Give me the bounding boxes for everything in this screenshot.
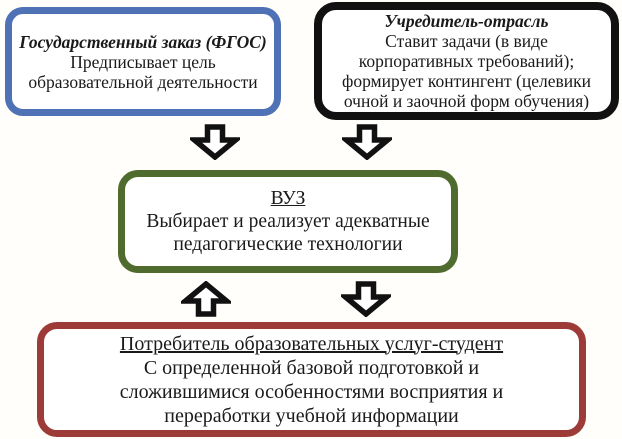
state-order-line: образовательной деятельности bbox=[28, 71, 258, 92]
box-student-consumer: Потребитель образовательных услуг-студен… bbox=[37, 322, 586, 437]
founder-industry-line: Ставит задачи (в виде bbox=[385, 31, 548, 51]
down-arrow-icon bbox=[342, 124, 392, 160]
up-arrow-icon bbox=[181, 281, 231, 317]
university-title: ВУЗ bbox=[270, 188, 306, 209]
student-consumer-line: сложившимися особенностями восприятия и bbox=[119, 380, 504, 403]
student-consumer-title: Потребитель образовательных услуг-студен… bbox=[119, 332, 504, 355]
box-founder-industry: Учредитель-отрасль Ставит задачи (в виде… bbox=[314, 2, 619, 120]
down-arrow-icon bbox=[190, 124, 240, 160]
founder-industry-title: Учредитель-отрасль bbox=[384, 11, 549, 31]
founder-industry-line: очной и заочной форм обучения) bbox=[343, 91, 590, 111]
student-consumer-line: С определенной базовой подготовкой и bbox=[143, 356, 480, 379]
state-order-line: Предписывает цель bbox=[70, 51, 216, 72]
founder-industry-line: формирует контингент (целевики bbox=[341, 71, 591, 91]
box-state-order: Государственный заказ (ФГОС) Предписывае… bbox=[5, 7, 281, 116]
student-consumer-line: переработки учебной информации bbox=[164, 404, 459, 427]
state-order-title: Государственный заказ (ФГОС) bbox=[19, 31, 267, 52]
university-line: педагогические технологии bbox=[173, 234, 403, 255]
box-university: ВУЗ Выбирает и реализует адекватные педа… bbox=[118, 170, 458, 273]
founder-industry-line: корпоративных требований); bbox=[358, 51, 575, 71]
university-line: Выбирает и реализует адекватные bbox=[146, 211, 430, 232]
down-arrow-icon bbox=[341, 281, 391, 317]
